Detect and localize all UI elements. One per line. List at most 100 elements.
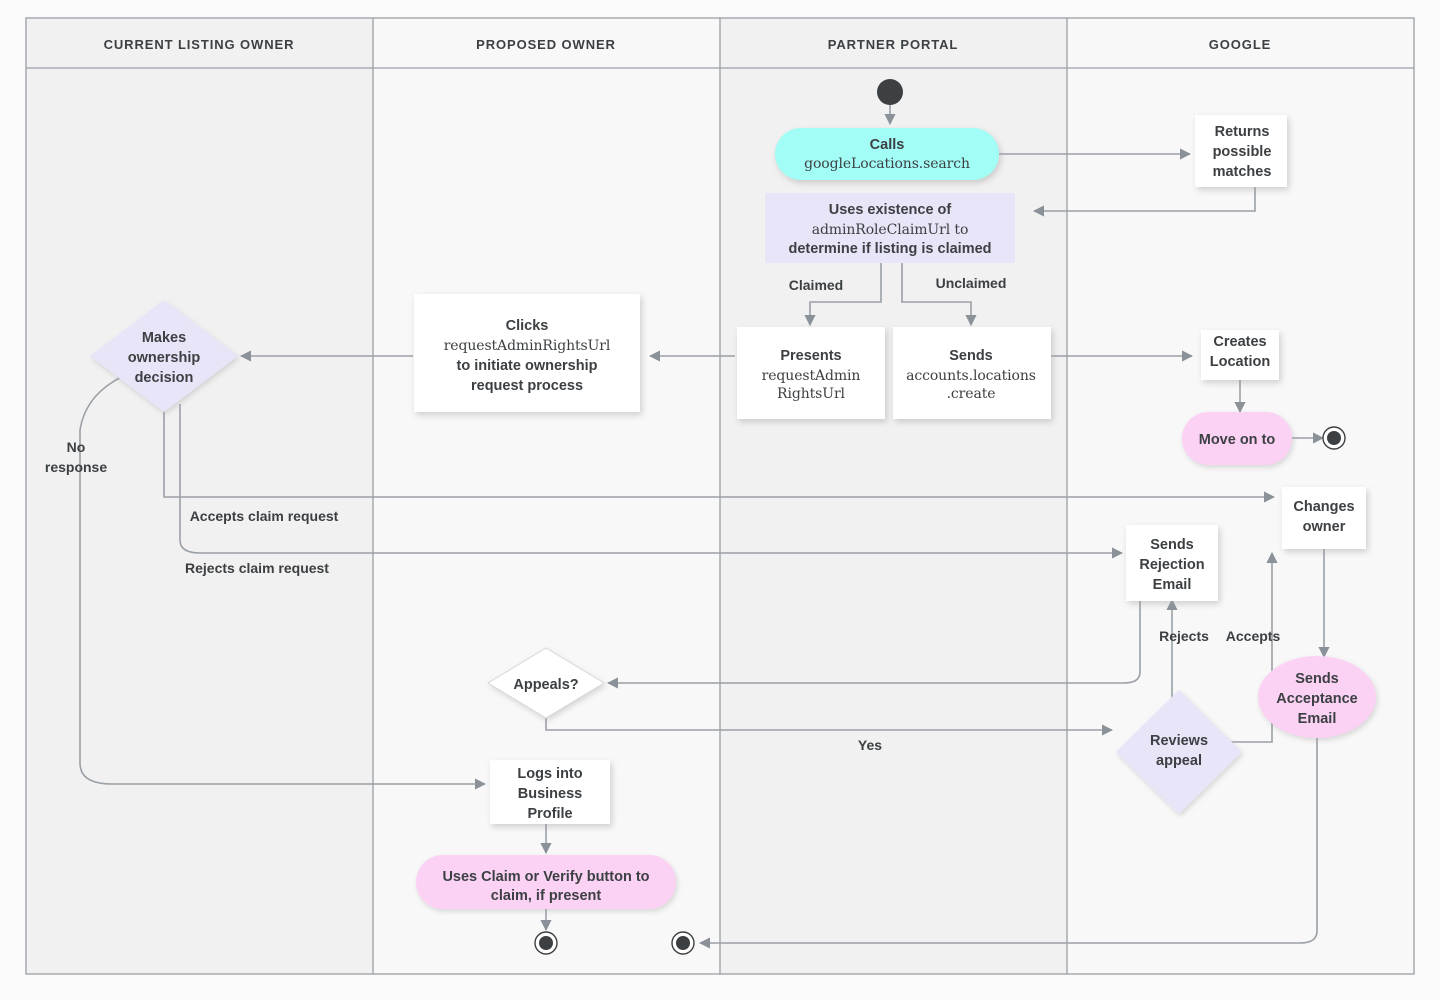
edge-rejects-claim-request-to-rejection-email <box>179 404 1124 559</box>
uses-claim-line-1: Uses Claim or Verify button to <box>442 869 649 885</box>
edge-label-no-response-line-2: response <box>45 459 107 475</box>
lane-header-proposed-owner: PROPOSED OWNER <box>476 37 616 52</box>
lane-header-google: GOOGLE <box>1209 37 1271 52</box>
uses-existence-line-1: Uses existence of <box>829 202 952 218</box>
node-uses-existence-of-admin-role-claim-url[interactable]: Uses existence of adminRoleClaimUrl to d… <box>765 193 1015 263</box>
edge-returns-matches-to-uses-existence <box>1032 185 1256 217</box>
end-terminal-dot-partner-portal <box>676 936 690 950</box>
lane-body-current-listing-owner <box>26 18 373 974</box>
calls-node-shape <box>775 128 999 180</box>
edge-accepts-claim-request-to-changes-owner <box>163 404 1276 503</box>
changes-owner-shape <box>1282 487 1366 549</box>
uses-existence-line-2: adminRoleClaimUrl to <box>812 222 969 238</box>
calls-node-line-1: Calls <box>870 137 905 153</box>
acceptance-email-line-3: Email <box>1298 711 1337 727</box>
makes-decision-line-2: ownership <box>128 350 201 366</box>
node-returns-possible-matches[interactable]: Returns possible matches <box>1195 115 1287 187</box>
sends-create-line-2: accounts.locations <box>906 368 1036 384</box>
rejection-email-line-1: Sends <box>1150 537 1194 553</box>
node-move-on-to[interactable]: Move on to <box>1182 412 1292 465</box>
sends-create-shape <box>893 327 1051 419</box>
end-terminal-dot-proposed-owner <box>539 936 553 950</box>
uses-existence-shape <box>765 193 1015 263</box>
node-appeals-question[interactable]: Appeals? <box>487 647 605 719</box>
returns-matches-line-3: matches <box>1213 164 1272 180</box>
edge-no-response-to-logs-in <box>79 373 487 790</box>
edge-label-accepts-claim-request: Accepts claim request <box>190 508 339 524</box>
node-calls-google-locations-search[interactable]: Calls googleLocations.search <box>775 128 999 180</box>
rejection-email-line-2: Rejection <box>1139 557 1204 573</box>
uses-claim-line-2: claim, if present <box>491 888 602 904</box>
node-end-partner-portal <box>671 931 695 955</box>
move-on-to-label: Move on to <box>1199 432 1276 448</box>
appeals-label: Appeals? <box>513 677 578 693</box>
node-uses-claim-or-verify-button[interactable]: Uses Claim or Verify button to claim, if… <box>416 855 676 909</box>
edge-label-claimed: Claimed <box>789 277 843 293</box>
edge-uses-existence-unclaimed <box>901 263 977 327</box>
uses-existence-line-3: determine if listing is claimed <box>788 241 991 257</box>
logs-in-shape <box>490 760 610 824</box>
returns-matches-shape <box>1195 115 1287 187</box>
node-sends-accounts-locations-create[interactable]: Sends accounts.locations .create <box>893 327 1051 419</box>
node-sends-rejection-email[interactable]: Sends Rejection Email <box>1126 525 1218 601</box>
uses-claim-shape <box>416 855 676 909</box>
clicks-line-1: Clicks <box>506 318 549 334</box>
edge-label-yes: Yes <box>858 737 882 753</box>
start-terminal-icon <box>877 79 903 105</box>
clicks-line-4: request process <box>471 378 583 394</box>
creates-location-line-1: Creates <box>1213 334 1266 350</box>
clicks-shape <box>414 294 640 412</box>
changes-owner-line-1: Changes <box>1293 499 1354 515</box>
presents-line-3: RightsUrl <box>777 386 845 402</box>
sends-create-line-1: Sends <box>949 348 993 364</box>
creates-location-shape <box>1201 330 1279 380</box>
acceptance-email-line-1: Sends <box>1295 671 1339 687</box>
makes-decision-line-1: Makes <box>142 330 186 346</box>
edge-acceptance-email-to-partner-portal-end <box>698 736 1318 949</box>
reviews-appeal-shape <box>1116 690 1242 814</box>
node-end-proposed-owner-claim <box>534 931 558 955</box>
presents-line-2: requestAdmin <box>762 368 861 384</box>
rejection-email-shape <box>1126 525 1218 601</box>
lane-header-current-listing-owner: CURRENT LISTING OWNER <box>104 37 295 52</box>
node-makes-ownership-decision[interactable]: Makes ownership decision <box>90 300 238 412</box>
edge-label-unclaimed: Unclaimed <box>936 275 1007 291</box>
makes-decision-shape <box>90 300 238 412</box>
move-on-to-shape <box>1182 412 1292 465</box>
creates-location-line-2: Location <box>1210 354 1270 370</box>
reviews-appeal-line-1: Reviews <box>1150 733 1208 749</box>
node-start-partner-portal <box>877 79 903 105</box>
changes-owner-line-2: owner <box>1303 519 1346 535</box>
logs-in-line-2: Business <box>518 786 582 802</box>
node-sends-acceptance-email[interactable]: Sends Acceptance Email <box>1258 656 1376 738</box>
node-presents-request-admin-rights-url[interactable]: Presents requestAdmin RightsUrl <box>737 327 885 419</box>
edge-label-rejects: Rejects <box>1159 628 1209 644</box>
presents-line-1: Presents <box>780 348 841 364</box>
clicks-line-2: requestAdminRightsUrl <box>444 338 611 354</box>
edge-label-rejects-claim-request: Rejects claim request <box>185 560 329 576</box>
reviews-appeal-line-2: appeal <box>1156 753 1202 769</box>
end-terminal-dot-google <box>1327 431 1341 445</box>
node-clicks-request-admin-rights-url[interactable]: Clicks requestAdminRightsUrl to initiate… <box>414 294 640 412</box>
edge-label-accepts: Accepts <box>1226 628 1281 644</box>
presents-shape <box>737 327 885 419</box>
makes-decision-line-3: decision <box>135 370 194 386</box>
acceptance-email-shape <box>1258 656 1376 738</box>
rejection-email-line-3: Email <box>1153 577 1192 593</box>
lane-header-partner-portal: PARTNER PORTAL <box>828 37 959 52</box>
calls-node-line-2: googleLocations.search <box>804 156 970 172</box>
logs-in-line-3: Profile <box>527 806 572 822</box>
returns-matches-line-1: Returns <box>1215 124 1270 140</box>
logs-in-line-1: Logs into <box>517 766 582 782</box>
node-creates-location[interactable]: Creates Location <box>1201 330 1279 380</box>
appeals-shape <box>487 647 605 719</box>
acceptance-email-line-2: Acceptance <box>1276 691 1357 707</box>
returns-matches-line-2: possible <box>1213 144 1272 160</box>
node-logs-into-business-profile[interactable]: Logs into Business Profile <box>490 760 610 824</box>
edge-uses-existence-claimed <box>804 263 882 327</box>
node-end-google-move-on <box>1322 426 1346 450</box>
node-changes-owner[interactable]: Changes owner <box>1282 487 1366 549</box>
node-reviews-appeal[interactable]: Reviews appeal <box>1116 690 1242 814</box>
